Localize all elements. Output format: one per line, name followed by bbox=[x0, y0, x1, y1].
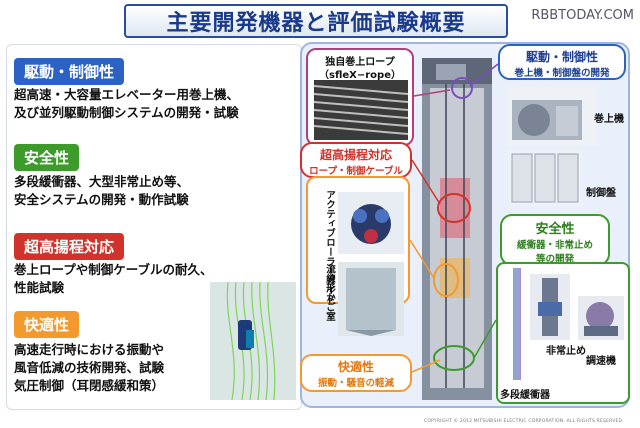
roller-guide-photo bbox=[338, 192, 404, 254]
safety-sub1: 緩衝器・非常止め bbox=[516, 240, 593, 251]
heading-comfort: 快適性 bbox=[14, 311, 80, 338]
high-rise-sub: ロープ・制御ケーブル bbox=[309, 166, 403, 177]
safety-callout: 安全性 緩衝器・非常止め 等の開発 bbox=[500, 214, 610, 266]
text-line: 性能試験 bbox=[14, 280, 65, 295]
rope-photo bbox=[314, 80, 408, 140]
high-rise-callout: 超高揚程対応 ロープ・制御ケーブル bbox=[300, 142, 412, 178]
buffer-photo bbox=[513, 268, 521, 380]
emergency-stop-label: 非常止め bbox=[546, 346, 586, 357]
heading-drive-control: 駆動・制御性 bbox=[14, 58, 125, 85]
streamlined-car-label: 流線形かご室 bbox=[324, 264, 335, 321]
safety-title: 安全性 bbox=[535, 222, 575, 237]
text-line: 超高速・大容量エレベーター用巻上機、 bbox=[14, 87, 240, 102]
governor-label: 調速機 bbox=[586, 356, 616, 367]
high-rise-text: 巻上ロープや制御ケーブルの耐久、 性能試験 bbox=[14, 261, 213, 297]
text-line: 気圧制御（耳閉感緩和策） bbox=[14, 378, 165, 393]
text-line: 多段緩衝器、大型非常止め等、 bbox=[14, 174, 190, 189]
drive-title: 駆動・制御性 bbox=[525, 50, 598, 64]
heading-high-rise: 超高揚程対応 bbox=[14, 233, 125, 260]
text-line: 及び並列駆動制御システムの開発・試験 bbox=[14, 105, 239, 120]
copyright: COPYRIGHT © 2012 MITSUBISHI ELECTRIC COR… bbox=[424, 419, 624, 424]
rope-label: 独自巻上ロープ bbox=[325, 57, 395, 68]
streamlined-car-photo bbox=[338, 262, 404, 336]
comfort-text: 高速走行時における振動や 風音低減の技術開発、試験 気圧制御（耳閉感緩和策） bbox=[14, 341, 164, 395]
hoist-label: 巻上機 bbox=[594, 114, 624, 125]
buffer-label: 多段緩衝器 bbox=[500, 390, 550, 401]
rope-sub: （sfleX−rope） bbox=[319, 70, 401, 81]
emergency-stop-photo bbox=[530, 274, 570, 340]
streamline-illustration bbox=[210, 282, 296, 400]
active-guide-label: アクティブローラーガイド bbox=[324, 190, 335, 304]
page-title-text: 主要開発機器と評価試験概要 bbox=[166, 11, 466, 36]
comfort-callout: 快適性 振動・騒音の軽減 bbox=[300, 354, 412, 392]
control-panel-label: 制御盤 bbox=[586, 188, 616, 199]
high-rise-title: 超高揚程対応 bbox=[319, 148, 392, 162]
drive-control-text: 超高速・大容量エレベーター用巻上機、 及び並列駆動制御システムの開発・試験 bbox=[14, 86, 239, 122]
heading-safety: 安全性 bbox=[14, 144, 80, 171]
hoist-machine-photo bbox=[506, 86, 598, 146]
drive-sub: 巻上機・制御盤の開発 bbox=[514, 68, 610, 79]
governor-photo bbox=[578, 296, 624, 340]
text-line: 安全システムの開発・動作試験 bbox=[14, 192, 189, 207]
comfort-sub: 振動・騒音の軽減 bbox=[317, 378, 394, 389]
safety-text: 多段緩衝器、大型非常止め等、 安全システムの開発・動作試験 bbox=[14, 173, 189, 209]
page-title: 主要開発機器と評価試験概要 bbox=[124, 4, 508, 38]
comfort-title: 快適性 bbox=[337, 360, 374, 374]
watermark: RBBTODAY.COM bbox=[531, 8, 634, 23]
elevator-shaft bbox=[422, 58, 492, 400]
drive-callout: 駆動・制御性 巻上機・制御盤の開発 bbox=[498, 44, 626, 80]
safety-sub2: 等の開発 bbox=[535, 254, 574, 265]
text-line: 高速走行時における振動や bbox=[14, 342, 165, 357]
text-line: 風音低減の技術開発、試験 bbox=[14, 360, 165, 375]
control-panel-photo bbox=[508, 150, 582, 206]
text-line: 巻上ロープや制御ケーブルの耐久、 bbox=[14, 262, 213, 277]
